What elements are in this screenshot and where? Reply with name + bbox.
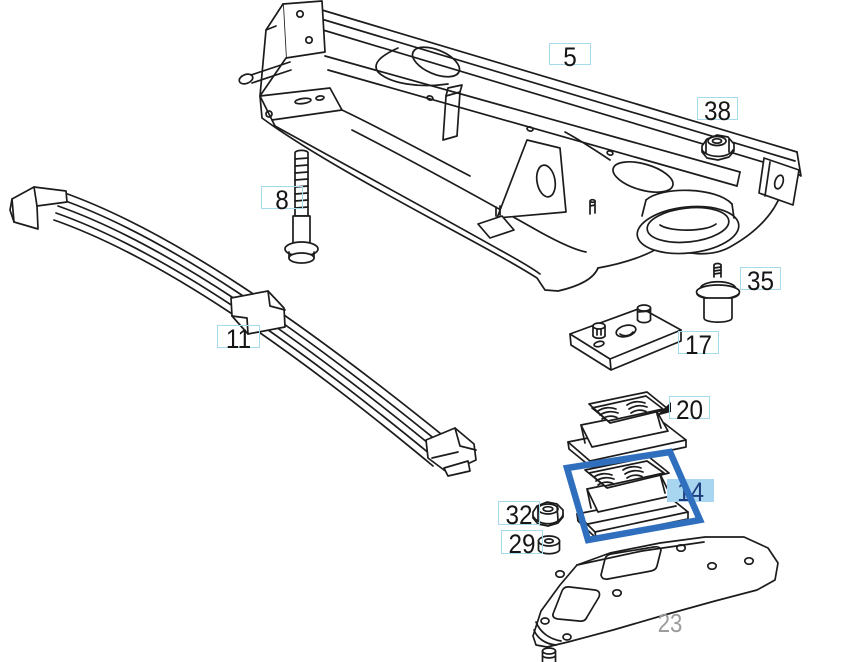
callout-38[interactable]: 38 (697, 97, 738, 125)
callout-23[interactable]: 23 (648, 608, 692, 638)
bolt-8-drawing (284, 149, 319, 264)
callout-11[interactable]: 11 (217, 325, 260, 353)
callout-5[interactable]: 5 (549, 43, 591, 71)
callout-14-selected[interactable]: 14 (667, 479, 714, 506)
callout-14-text: 14 (676, 477, 705, 507)
callout-35[interactable]: 35 (740, 267, 781, 295)
callout-23-text: 23 (657, 608, 683, 638)
callout-17[interactable]: 17 (678, 331, 719, 359)
callout-8-text: 8 (275, 185, 289, 215)
callout-5-text: 5 (563, 42, 577, 72)
callout-20[interactable]: 20 (669, 396, 710, 424)
callout-11-text: 11 (225, 324, 252, 354)
callout-29-text: 29 (508, 529, 536, 559)
callout-38-text: 38 (703, 96, 732, 126)
callout-20-text: 20 (675, 395, 704, 425)
callout-32[interactable]: 32 (498, 501, 540, 529)
callout-8[interactable]: 8 (261, 186, 303, 214)
crossmember-5-drawing (238, 0, 802, 292)
bracket-23-drawing (532, 536, 779, 648)
callout-29[interactable]: 29 (501, 530, 543, 558)
leader-arrow-20 (656, 402, 671, 416)
plate-17-drawing (569, 304, 682, 371)
callout-17-text: 17 (684, 330, 713, 360)
callout-32-text: 32 (505, 500, 533, 530)
washer-29-drawing (537, 535, 561, 555)
callout-35-text: 35 (746, 266, 775, 296)
leaf-spring-11-drawing (9, 186, 477, 477)
nut-38-drawing (701, 134, 735, 161)
buffer-35-drawing (695, 262, 741, 323)
bottom-stud-drawing (541, 647, 557, 662)
